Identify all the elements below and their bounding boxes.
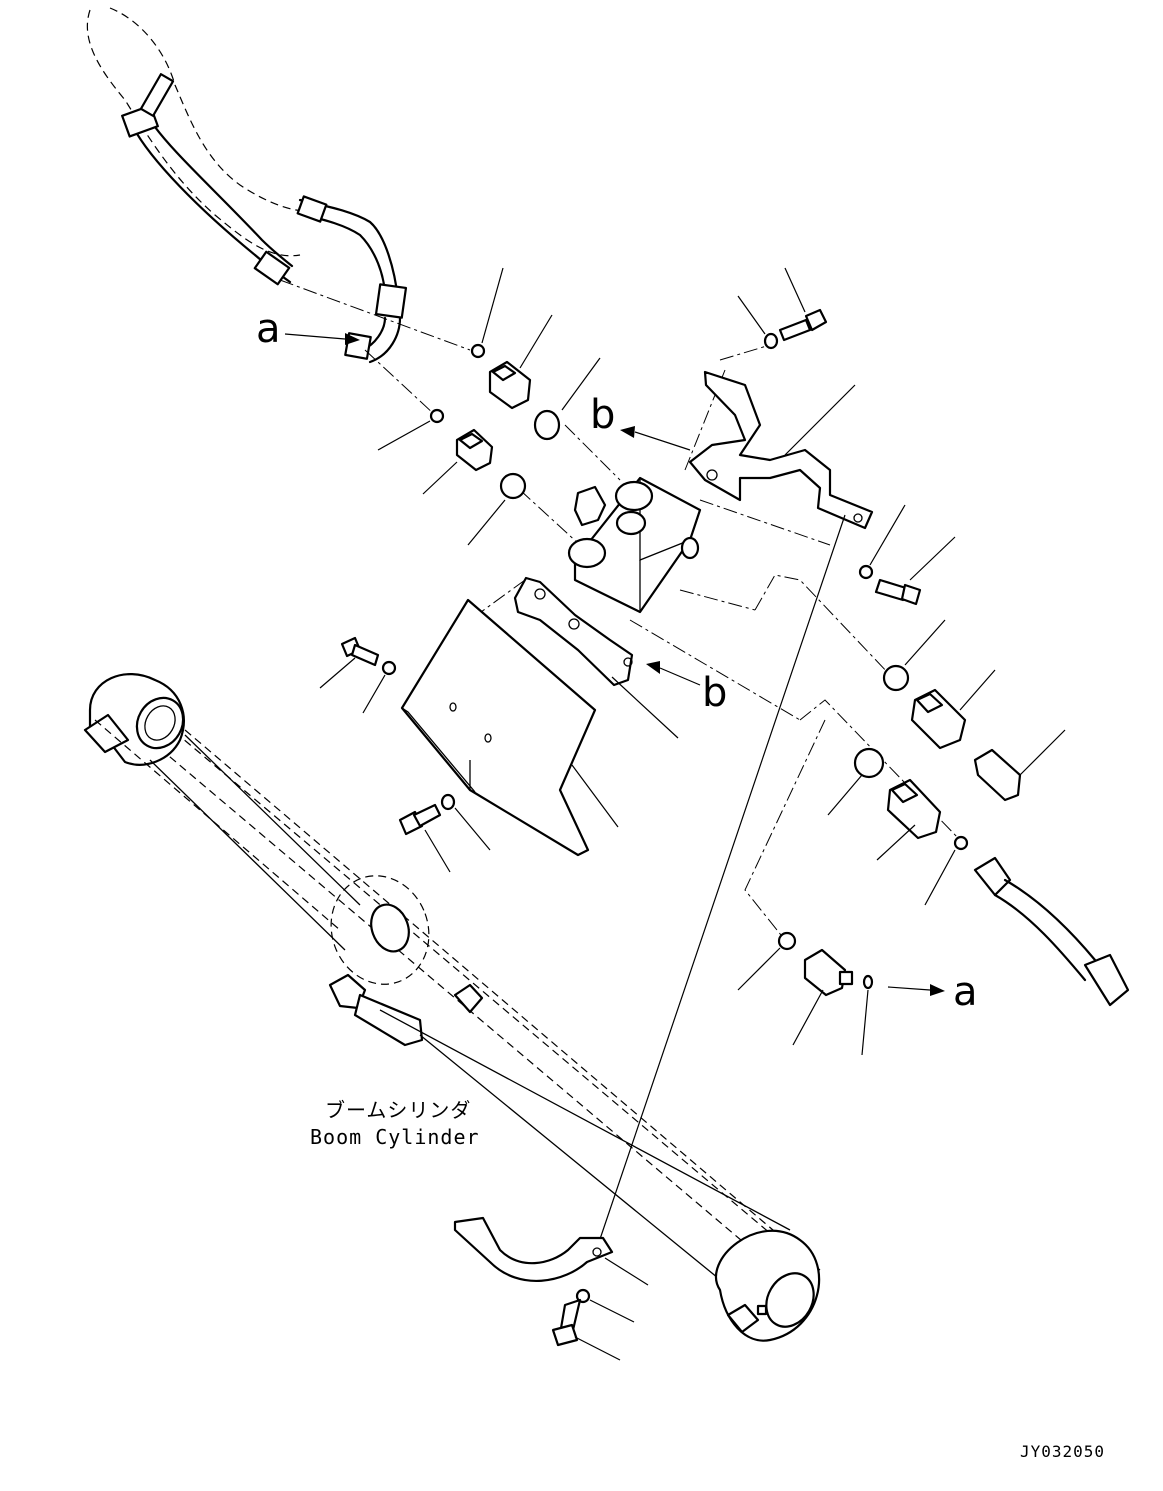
upper-clamp bbox=[688, 370, 874, 530]
callout-a-left: a bbox=[256, 306, 360, 352]
upper-fittings bbox=[377, 267, 601, 546]
clamp-bolt-right bbox=[858, 504, 956, 606]
valve-block bbox=[567, 476, 702, 614]
svg-text:b: b bbox=[590, 392, 615, 438]
clamp-bolt-top bbox=[737, 267, 828, 350]
clamp-link-line bbox=[597, 514, 846, 1246]
adapter-fitting-2 bbox=[455, 428, 494, 472]
cover-bolt-left bbox=[319, 636, 397, 714]
lower-right-fittings bbox=[737, 619, 1130, 1056]
routing-lines bbox=[279, 279, 961, 941]
drawing-code: JY032050 bbox=[1020, 1442, 1105, 1461]
cover-plate bbox=[400, 598, 619, 857]
small-bracket bbox=[513, 576, 679, 739]
elbow-fitting bbox=[803, 948, 854, 997]
lower-clamp bbox=[453, 1216, 649, 1286]
caption-japanese: ブームシリンダ bbox=[325, 1098, 471, 1122]
caption-english: Boom Cylinder bbox=[310, 1125, 480, 1149]
callout-a-right: a bbox=[887, 969, 978, 1015]
cover-bolt-bottom bbox=[398, 793, 491, 873]
callout-b-top: b bbox=[590, 392, 691, 451]
caption: ブームシリンダ Boom Cylinder bbox=[310, 1098, 480, 1149]
boom-cylinder bbox=[83, 673, 821, 1342]
svg-text:b: b bbox=[702, 670, 727, 716]
lower-clamp-bolt bbox=[551, 1288, 635, 1361]
lower-right-hose bbox=[973, 856, 1130, 1007]
svg-text:a: a bbox=[256, 306, 281, 352]
svg-text:a: a bbox=[953, 969, 978, 1015]
callout-b-bottom: b bbox=[646, 661, 727, 716]
adapter-fitting-1 bbox=[488, 360, 532, 410]
